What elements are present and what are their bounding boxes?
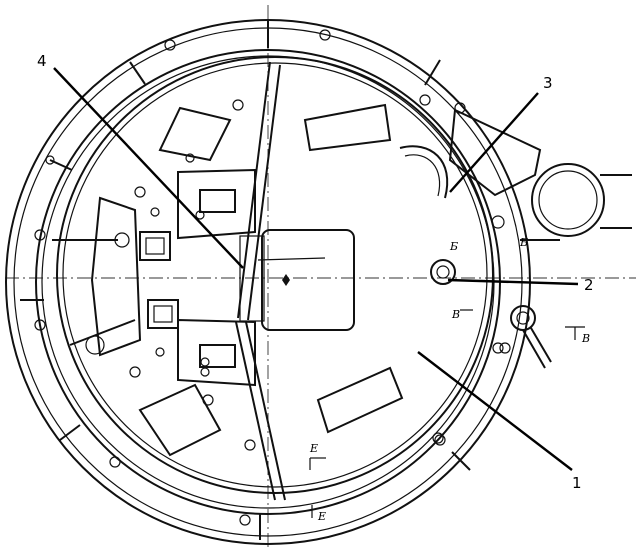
callout-1: 1 (572, 474, 582, 492)
left-mechanism (52, 186, 179, 378)
ring-bolts (34, 29, 511, 526)
callout-2: 2 (584, 276, 594, 294)
section-marks: Б Б В В Е Е (309, 236, 590, 523)
central-housing (177, 168, 355, 387)
right-slot (399, 145, 449, 199)
hatch-cover (56, 56, 494, 494)
section-mark-e-lower: Е (309, 442, 318, 455)
latch-housing (448, 108, 632, 241)
lock-knob (430, 259, 456, 285)
centerlines (5, 5, 636, 547)
leader-4 (53, 67, 244, 269)
section-mark-v-right: В (581, 332, 590, 345)
section-mark-b-right: Б (519, 236, 528, 249)
section-mark-b-upper: Б (449, 240, 458, 253)
leader-2 (447, 278, 579, 286)
fasteners (150, 94, 504, 451)
callout-leaders (53, 67, 579, 471)
section-mark-e-bottom: Е (317, 510, 326, 523)
callout-4: 4 (37, 52, 47, 70)
leader-3 (449, 92, 539, 193)
right-handle (510, 305, 552, 369)
leader-1 (417, 351, 573, 471)
callout-3: 3 (543, 74, 553, 92)
section-mark-v-left: В (451, 308, 460, 321)
diagonal-bars (235, 61, 286, 501)
lever-plates (138, 103, 404, 457)
callout-labels: 1 2 3 4 (37, 52, 594, 492)
